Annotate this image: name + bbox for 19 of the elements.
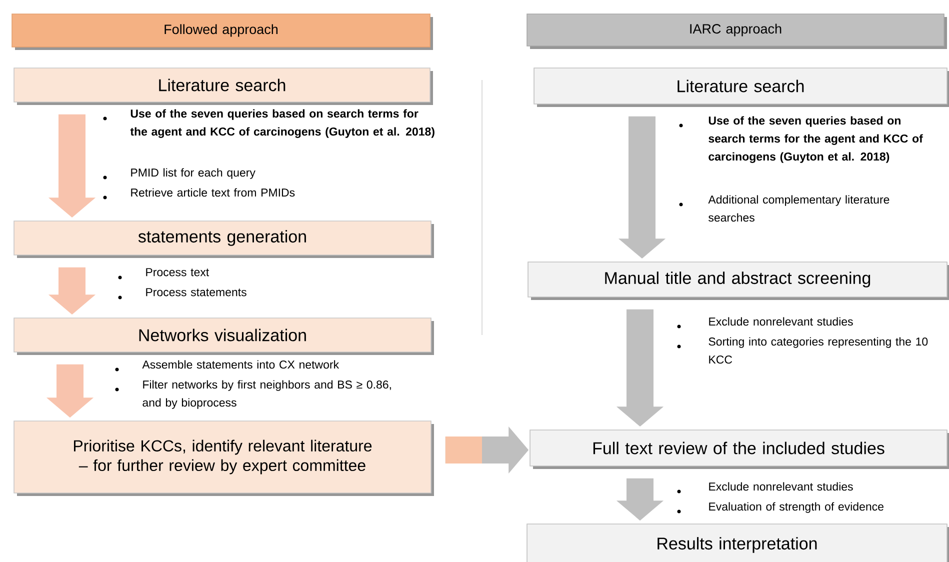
step-box: Networks visualization xyxy=(14,318,434,355)
bullet-text: PMID list for each query xyxy=(131,168,256,179)
bullet-text: Exclude nonrelevant studies xyxy=(709,482,853,491)
bullet-text: Filter networks by first neighbors and BS ≥ 0.86, and by bioprocess xyxy=(142,380,391,409)
bullet-text: Additional complementary literature searches xyxy=(708,195,890,222)
step-box: Manual title and abstract screening xyxy=(528,262,949,300)
bullet-text: Evaluation of strength of evidence xyxy=(709,502,884,513)
header-bar: IARC approach xyxy=(526,14,948,49)
step-box: Literature search xyxy=(534,68,949,107)
header-bar: Followed approach xyxy=(12,14,433,50)
step-box: Prioritise KCCs, identify relevant literature – for further review by expert committee xyxy=(14,420,434,496)
bullet-text: Exclude nonrelevant studies xyxy=(709,317,853,326)
step-box: statements generation xyxy=(14,220,434,258)
step-box: Full text review of the included studies xyxy=(530,430,949,469)
bullet-text: Retrieve article text from PMIDs xyxy=(131,188,295,197)
bullet-text: Sorting into categories representing the 10 KCC xyxy=(708,337,928,364)
bullet-text: Process statements xyxy=(146,288,246,296)
step-box: Results interpretation xyxy=(526,524,949,562)
step-box: Literature search xyxy=(14,68,433,105)
